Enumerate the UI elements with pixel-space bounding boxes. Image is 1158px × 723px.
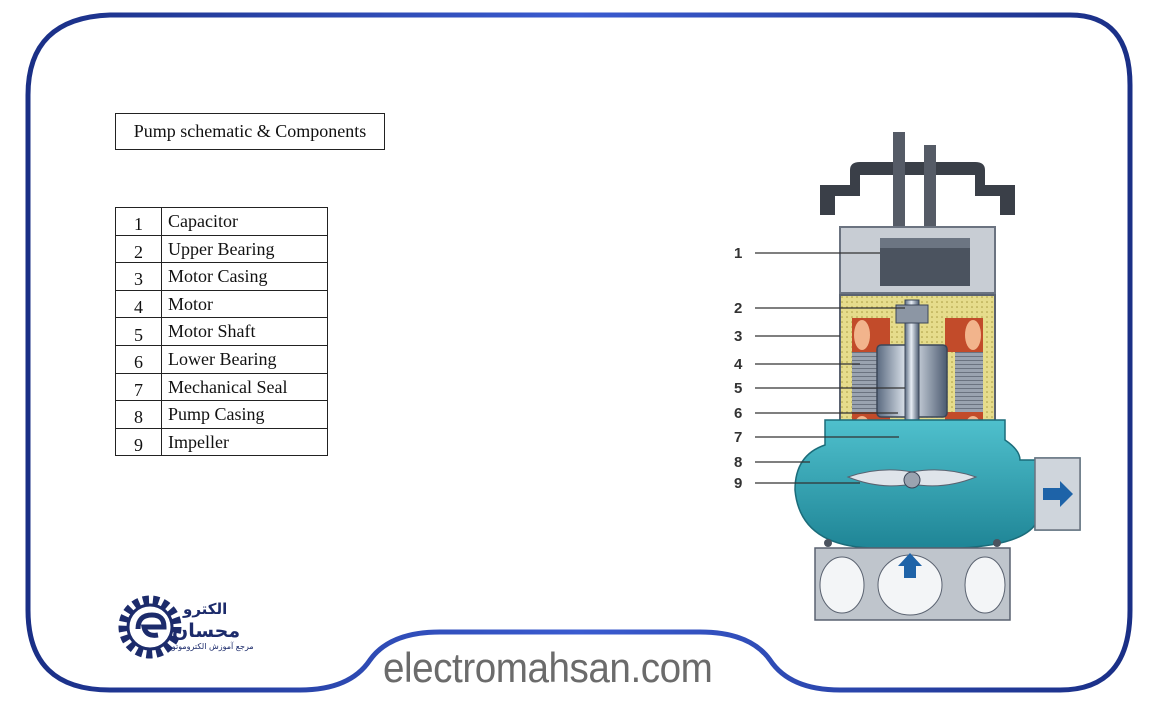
component-name: Mechanical Seal — [161, 372, 328, 402]
component-name: Capacitor — [161, 207, 328, 236]
power-cable — [893, 132, 905, 227]
component-name: Motor Shaft — [161, 317, 328, 346]
component-name: Pump Casing — [161, 400, 328, 429]
diagram-label: 5 — [734, 380, 742, 397]
diagram-label: 7 — [734, 429, 742, 446]
diagram-label: 6 — [734, 405, 742, 422]
component-number: 6 — [115, 344, 162, 374]
diagram-label: 1 — [734, 245, 742, 262]
component-name: Lower Bearing — [161, 344, 328, 374]
website-url: electromahsan.com — [383, 644, 713, 691]
logo-text: الکترو — [183, 600, 228, 618]
component-number: 4 — [115, 289, 162, 319]
diagram-label: 8 — [734, 454, 742, 471]
pump-schematic: 1 2 3 4 5 6 7 8 9 — [734, 132, 1081, 621]
stator-core — [955, 352, 983, 412]
diagram-label: 4 — [734, 356, 743, 373]
outlet-arrow-icon — [1043, 481, 1073, 507]
component-number: 1 — [115, 207, 162, 236]
component-name: Impeller — [161, 427, 328, 457]
diagram-label: 3 — [734, 328, 742, 345]
component-number: 9 — [115, 427, 162, 457]
component-number: 7 — [115, 372, 162, 402]
upper-bearing — [895, 304, 929, 324]
component-number: 5 — [115, 317, 162, 346]
component-number: 3 — [115, 262, 162, 291]
logo-text: محسان — [172, 620, 241, 642]
stator-core — [852, 352, 880, 412]
logo-tagline: مرجع آموزش الکتروموتور — [168, 642, 254, 651]
component-number: 8 — [115, 400, 162, 429]
diagram-title: Pump schematic & Components — [115, 113, 385, 150]
component-number: 2 — [115, 234, 162, 264]
component-name: Motor Casing — [161, 262, 328, 291]
handle — [820, 162, 1015, 215]
inlet-arrow-icon — [898, 553, 922, 578]
diagram-label: 9 — [734, 475, 742, 492]
component-name: Motor — [161, 289, 328, 319]
diagram-label: 2 — [734, 300, 742, 317]
gear-logo-icon — [118, 595, 182, 659]
power-cable — [924, 145, 936, 227]
component-name: Upper Bearing — [161, 234, 328, 264]
